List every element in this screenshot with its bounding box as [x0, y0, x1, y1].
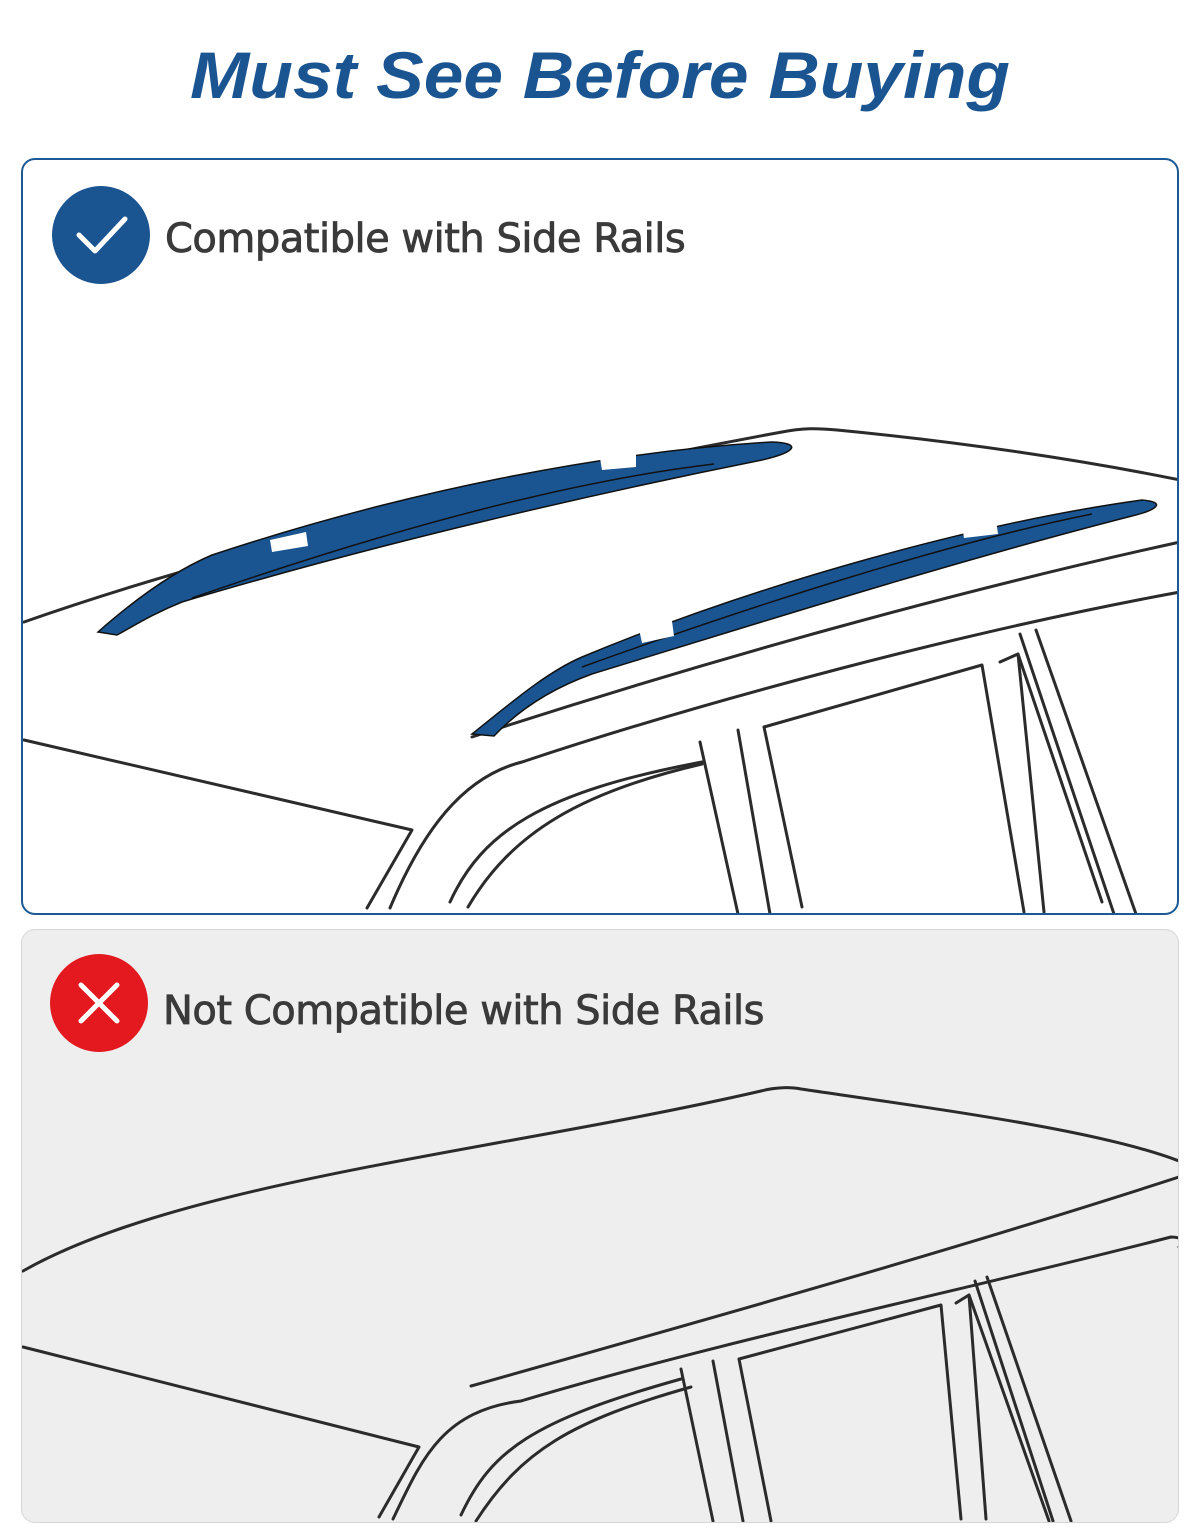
car-roof-with-side-rails-illustration: [23, 427, 1177, 913]
not-compatible-badge: [50, 954, 148, 1052]
compatible-label: Compatible with Side Rails: [165, 216, 686, 263]
checkmark-icon: [76, 216, 128, 254]
x-mark-icon: [78, 982, 120, 1024]
page-title: Must See Before Buying: [190, 38, 1010, 112]
not-compatible-label: Not Compatible with Side Rails: [163, 988, 765, 1035]
compatible-badge: [52, 186, 150, 284]
not-compatible-panel: Not Compatible with Side Rails: [21, 929, 1179, 1523]
car-roof-without-side-rails-illustration: [22, 1086, 1178, 1522]
compatible-panel: Compatible with Side Rails: [21, 158, 1179, 915]
